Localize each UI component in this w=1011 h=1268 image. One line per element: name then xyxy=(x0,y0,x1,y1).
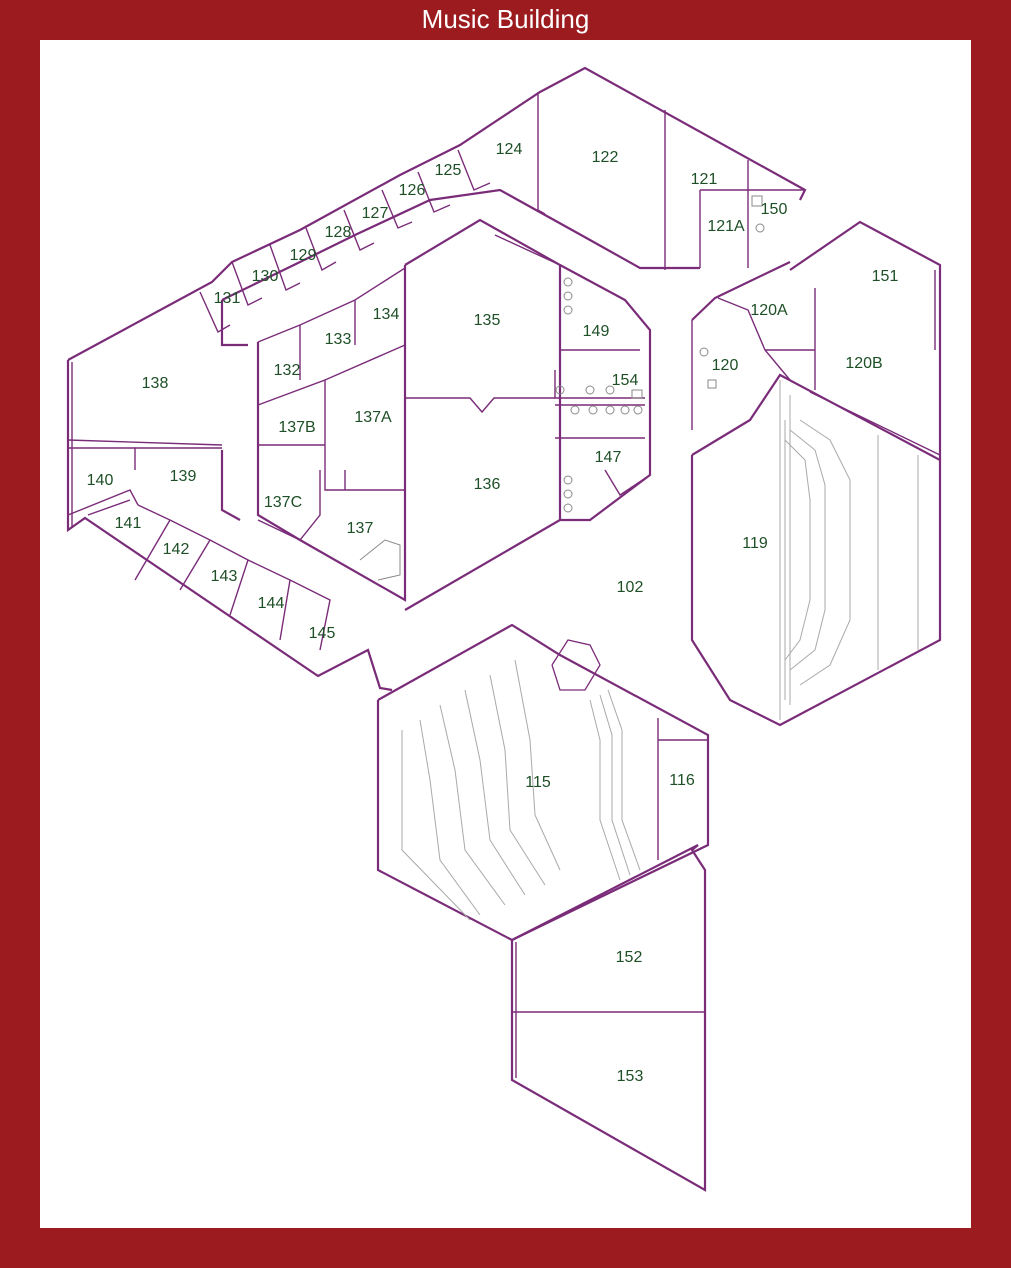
room-label-124: 124 xyxy=(496,141,523,158)
room-label-138: 138 xyxy=(142,375,169,392)
room-label-119: 119 xyxy=(742,535,768,552)
map-title: Music Building xyxy=(421,4,590,34)
room-label-154: 154 xyxy=(612,372,639,389)
room-label-120: 120 xyxy=(712,357,739,374)
room-label-137a: 137A xyxy=(354,409,392,426)
room-label-120b: 120B xyxy=(845,355,882,372)
room-label-116: 116 xyxy=(669,772,695,789)
room-label-150: 150 xyxy=(761,201,788,218)
west-wing-walls xyxy=(66,66,807,692)
inner-block-west xyxy=(256,265,407,602)
nw-offices xyxy=(199,92,805,333)
room-label-145: 145 xyxy=(309,625,336,642)
room-label-129: 129 xyxy=(290,247,317,264)
room-label-149: 149 xyxy=(583,323,610,340)
hall-115 xyxy=(376,623,710,942)
room-label-141: 141 xyxy=(115,515,142,532)
room-label-152: 152 xyxy=(616,949,643,966)
room-label-147: 147 xyxy=(595,449,622,466)
room-label-137b: 137B xyxy=(278,419,315,436)
south-extension xyxy=(510,844,707,1192)
west-cluster xyxy=(67,439,331,651)
room-label-131: 131 xyxy=(214,290,241,307)
room-label-135: 135 xyxy=(474,312,501,329)
room-label-133: 133 xyxy=(325,331,352,348)
room-label-121a: 121A xyxy=(707,218,745,235)
room-label-134: 134 xyxy=(373,306,400,323)
room-label-115: 115 xyxy=(525,774,551,791)
room-label-102: 102 xyxy=(617,579,644,596)
room-label-125: 125 xyxy=(435,162,462,179)
room-label-139: 139 xyxy=(170,468,197,485)
room-label-153: 153 xyxy=(617,1068,644,1085)
room-label-132: 132 xyxy=(274,362,301,379)
room-label-121: 121 xyxy=(691,171,718,188)
room-label-122: 122 xyxy=(592,149,619,166)
restroom-block xyxy=(554,264,652,522)
room-label-127: 127 xyxy=(362,205,389,222)
room-label-142: 142 xyxy=(163,541,190,558)
hall-119 xyxy=(690,373,942,727)
room-labels: 102 115 116 119 120 120A 120B 121 121A 1… xyxy=(87,141,899,1085)
room-label-128: 128 xyxy=(325,224,352,241)
map-canvas xyxy=(40,40,971,1228)
room-label-144: 144 xyxy=(258,595,285,612)
room-label-137: 137 xyxy=(347,520,374,537)
room-label-140: 140 xyxy=(87,472,114,489)
room-label-120a: 120A xyxy=(750,302,788,319)
room-label-130: 130 xyxy=(252,268,279,285)
room-label-136: 136 xyxy=(474,476,501,493)
room-label-151: 151 xyxy=(872,268,899,285)
room-label-126: 126 xyxy=(399,182,426,199)
room-label-143: 143 xyxy=(211,568,238,585)
room-label-137c: 137C xyxy=(264,494,302,511)
